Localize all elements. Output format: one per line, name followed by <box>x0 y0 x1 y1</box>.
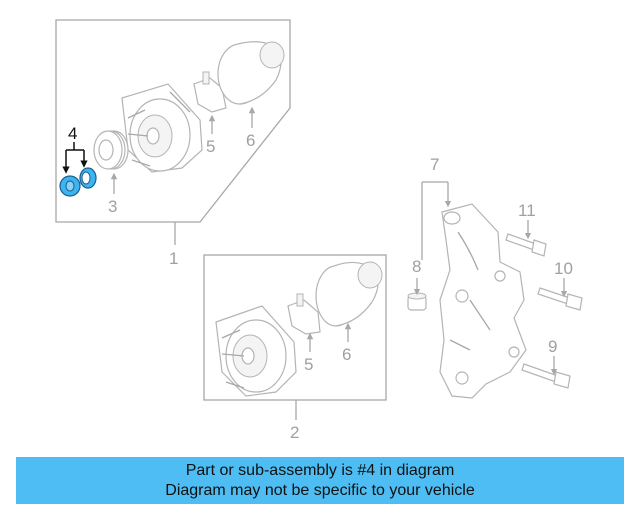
banner-line-2: Diagram may not be specific to your vehi… <box>165 482 475 499</box>
alternator-top <box>121 83 203 173</box>
bracket-part-7 <box>439 203 527 399</box>
callout-8: 8 <box>412 257 421 276</box>
regulator-part-5-bottom <box>287 293 321 335</box>
bolt-part-10 <box>537 287 583 311</box>
parts-diagram: 1 2 3 4 5 6 5 6 7 8 9 10 11 <box>55 19 583 442</box>
cover-part-6-top <box>217 41 285 105</box>
callout-6-top: 6 <box>246 131 255 150</box>
bolt-part-9 <box>521 363 571 389</box>
sleeve-part-8 <box>407 292 427 311</box>
callout-4: 4 <box>68 124 77 143</box>
callout-6-bottom: 6 <box>342 345 351 364</box>
callout-5-bottom: 5 <box>304 355 313 374</box>
callout-10: 10 <box>554 259 573 278</box>
alternator-bottom <box>215 305 297 397</box>
callout-7: 7 <box>430 155 439 174</box>
callout-11: 11 <box>518 201 536 220</box>
callout-3: 3 <box>108 197 117 216</box>
callout-2: 2 <box>290 423 299 442</box>
callout-1: 1 <box>169 249 178 268</box>
cover-part-6-bottom <box>315 261 383 327</box>
pulley-part-3 <box>93 130 129 170</box>
info-banner: Part or sub-assembly is #4 in diagram Di… <box>16 457 624 504</box>
callout-9: 9 <box>548 337 557 356</box>
banner-line-1: Part or sub-assembly is #4 in diagram <box>185 462 455 479</box>
assembly-2-frame <box>203 254 387 420</box>
assembly-1-frame <box>55 19 291 245</box>
callout-4-leader <box>62 142 88 174</box>
regulator-part-5-top <box>193 71 227 113</box>
bolt-part-11 <box>505 233 547 257</box>
part-4-highlighted[interactable] <box>59 167 97 197</box>
callout-5-top: 5 <box>206 137 215 156</box>
